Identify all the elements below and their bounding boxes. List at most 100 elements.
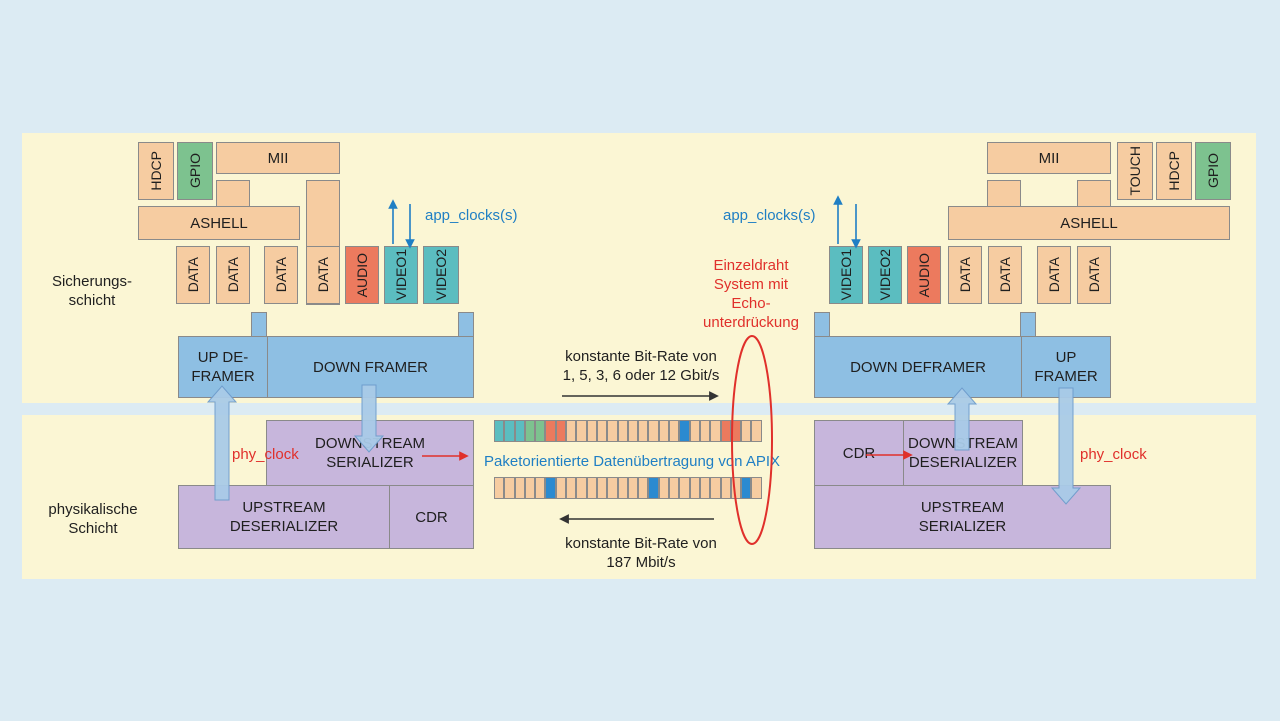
packet-cell <box>710 420 721 442</box>
right-data-block-2: DATA <box>988 246 1022 304</box>
upstream-packet-stream <box>494 477 762 499</box>
left-app-clocks-label: app_clocks(s) <box>425 207 518 224</box>
packet-cell <box>514 477 525 499</box>
packet-cell <box>566 420 577 442</box>
packet-cell <box>741 477 752 499</box>
packet-cell <box>627 477 639 499</box>
packet-cell <box>545 477 556 499</box>
packet-cell <box>586 420 597 442</box>
right-down-deframer-block: DOWN DEFRAMER <box>814 336 1022 398</box>
packet-cell <box>576 477 587 499</box>
packet-cell <box>669 420 680 442</box>
packet-cell <box>679 420 690 442</box>
right-framer-connector-2 <box>1020 312 1036 342</box>
packet-cell <box>679 477 690 499</box>
packet-cell <box>699 420 711 442</box>
right-framer-connector-1 <box>814 312 830 342</box>
packet-cell <box>751 477 762 499</box>
packet-cell <box>524 477 536 499</box>
packet-cell <box>555 477 567 499</box>
right-audio-block: AUDIO <box>907 246 941 304</box>
packet-cell <box>596 477 608 499</box>
left-ashell-block: ASHELL <box>138 206 300 240</box>
packet-cell <box>504 477 515 499</box>
packet-cell <box>699 477 711 499</box>
left-data-block-3: DATA <box>264 246 298 304</box>
packet-cell <box>596 420 608 442</box>
packet-cell <box>751 420 762 442</box>
packet-cell <box>586 477 597 499</box>
packet-cell <box>535 477 546 499</box>
link-layer-label: Sicherungs- schicht <box>51 273 133 309</box>
packet-transfer-label: Paketorientierte Datenübertragung von AP… <box>484 453 781 470</box>
right-gpio-block: GPIO <box>1195 142 1231 200</box>
packet-cell <box>627 420 639 442</box>
right-data-block-4: DATA <box>1077 246 1111 304</box>
echo-suppression-label: Einzeldraht System mit Echo- unterdrücku… <box>703 257 799 331</box>
right-phy-clock-label: phy_clock <box>1080 446 1147 463</box>
right-mii-connector-2 <box>1077 180 1111 208</box>
right-video2-block: VIDEO2 <box>868 246 902 304</box>
left-data-block-2: DATA <box>216 246 250 304</box>
left-data-block-4: DATA <box>306 246 340 304</box>
packet-cell <box>524 420 536 442</box>
right-video1-block: VIDEO1 <box>829 246 863 304</box>
packet-cell <box>504 420 515 442</box>
right-cdr-block: CDR <box>814 420 904 486</box>
left-gpio-block: GPIO <box>177 142 213 200</box>
packet-cell <box>494 477 505 499</box>
right-data-block-3: DATA <box>1037 246 1071 304</box>
left-audio-block: AUDIO <box>345 246 379 304</box>
right-data-block-1: DATA <box>948 246 982 304</box>
upstream-rate-label: konstante Bit-Rate von 187 Mbit/s <box>565 535 717 571</box>
downstream-rate-label: konstante Bit-Rate von 1, 5, 3, 6 oder 1… <box>562 348 720 384</box>
packet-cell <box>658 420 670 442</box>
left-upstream-deserializer-block: UPSTREAM DESERIALIZER <box>178 485 390 549</box>
packet-cell <box>535 420 546 442</box>
left-mii-block: MII <box>216 142 340 174</box>
packet-cell <box>545 420 556 442</box>
packet-cell <box>607 420 618 442</box>
packet-cell <box>607 477 618 499</box>
packet-cell <box>514 420 525 442</box>
left-data-block-1: DATA <box>176 246 210 304</box>
left-downstream-serializer-block: DOWNSTREAM SERIALIZER <box>266 420 474 486</box>
right-downstream-flow-arrow <box>946 387 978 451</box>
left-video2-block: VIDEO2 <box>423 246 459 304</box>
right-ashell-block: ASHELL <box>948 206 1230 240</box>
echo-suppression-ellipse <box>731 335 773 545</box>
packet-cell <box>566 477 577 499</box>
left-framer-connector-1 <box>251 312 267 342</box>
right-touch-block: TOUCH <box>1117 142 1153 200</box>
right-mii-block: MII <box>987 142 1111 174</box>
packet-cell <box>689 477 700 499</box>
packet-cell <box>555 420 567 442</box>
right-hdcp-block: HDCP <box>1156 142 1192 200</box>
layer-separator <box>22 403 1256 415</box>
right-upstream-flow-arrow <box>1050 387 1082 505</box>
right-mii-connector-1 <box>987 180 1021 208</box>
packet-cell <box>658 477 670 499</box>
packet-cell <box>669 477 680 499</box>
packet-cell <box>741 420 752 442</box>
packet-cell <box>689 420 700 442</box>
packet-cell <box>720 420 731 442</box>
packet-cell <box>648 420 659 442</box>
packet-cell <box>648 477 659 499</box>
right-app-clocks-label: app_clocks(s) <box>723 207 816 224</box>
left-video1-block: VIDEO1 <box>384 246 418 304</box>
left-framer-connector-2 <box>458 312 474 342</box>
packet-cell <box>638 477 649 499</box>
packet-cell <box>638 420 649 442</box>
left-phy-clock-label: phy_clock <box>232 446 299 463</box>
packet-cell <box>720 477 731 499</box>
downstream-packet-stream <box>494 420 762 442</box>
packet-cell <box>710 477 721 499</box>
left-downstream-flow-arrow <box>353 384 385 453</box>
left-hdcp-block: HDCP <box>138 142 174 200</box>
left-upstream-flow-arrow <box>206 385 238 501</box>
packet-cell <box>617 477 628 499</box>
physical-layer-label: physikalische Schicht <box>48 501 138 537</box>
left-cdr-block: CDR <box>389 485 474 549</box>
